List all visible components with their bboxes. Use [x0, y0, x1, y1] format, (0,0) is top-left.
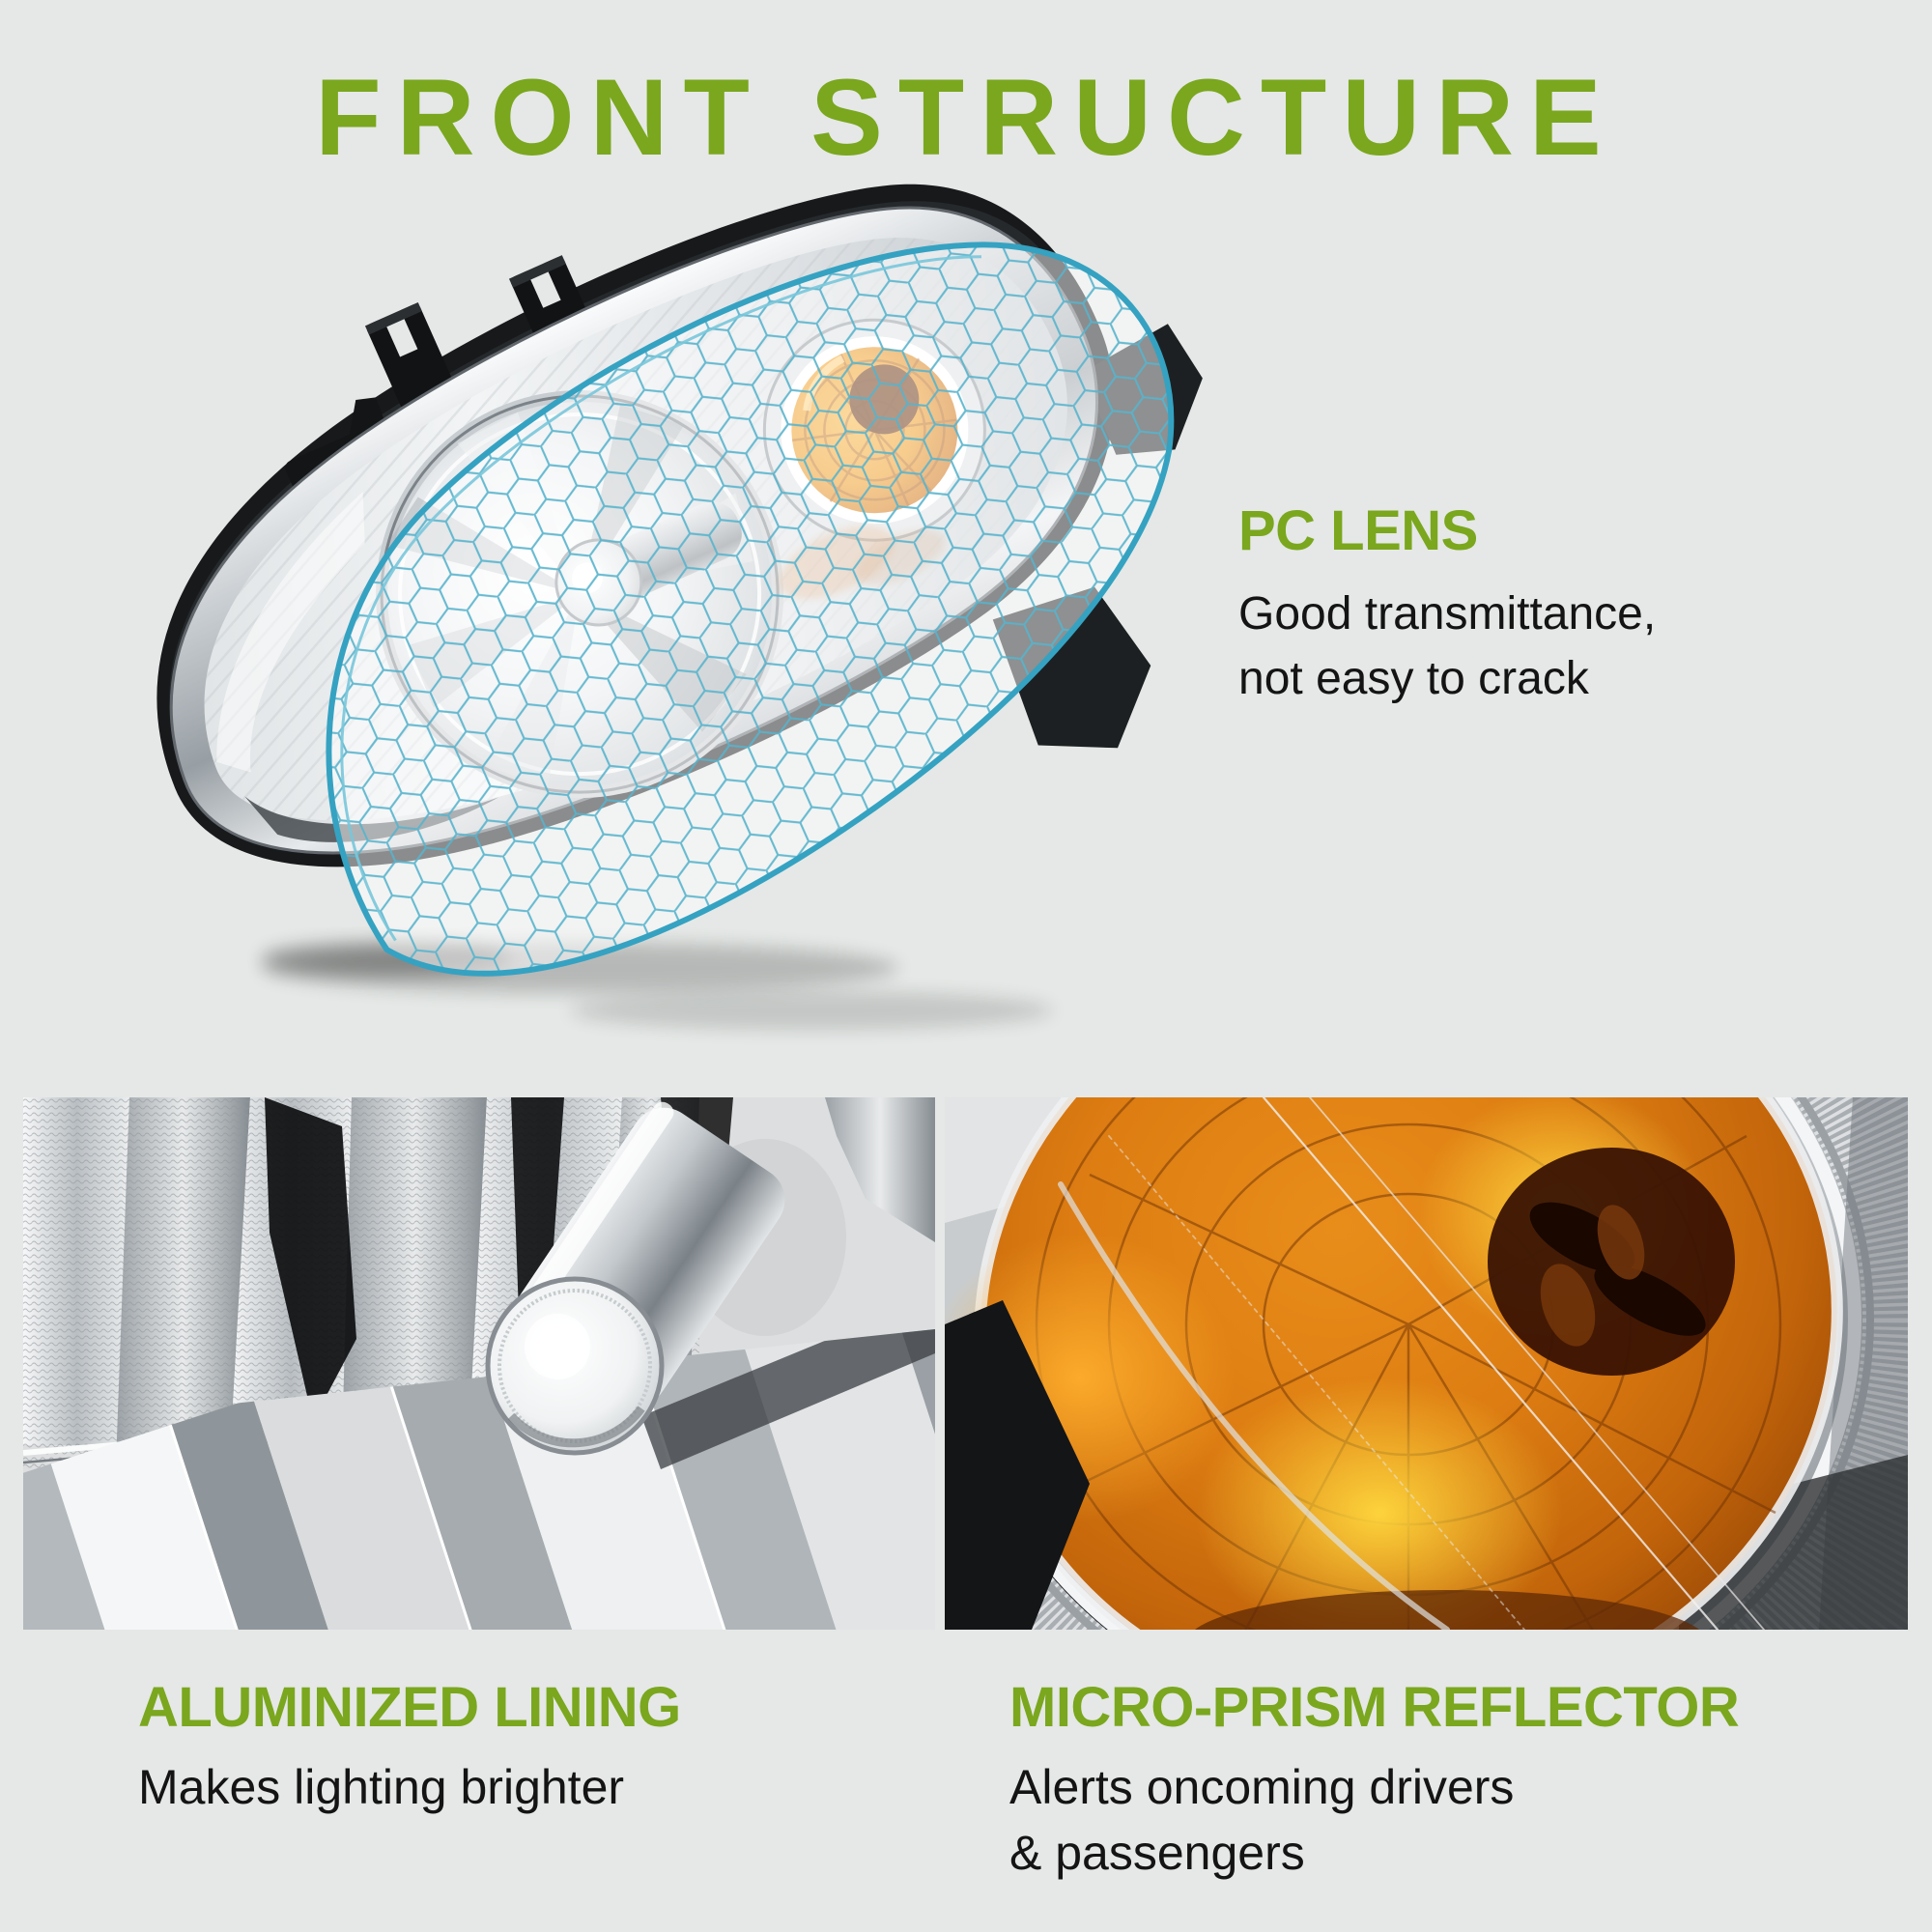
- aluminized-lining-photo: [23, 1097, 935, 1630]
- bulb-shield-closeup: [485, 1101, 785, 1456]
- callout-micro-prism: MICRO-PRISM REFLECTOR Alerts oncoming dr…: [1009, 1676, 1740, 1886]
- callout-aluminized-lining: ALUMINIZED LINING Makes lighting brighte…: [138, 1677, 681, 1820]
- amber-reflector-closeup: [945, 1097, 1908, 1630]
- page-title: FRONT STRUCTURE: [315, 57, 1617, 178]
- aluminized-lining-closeup: [23, 1097, 935, 1630]
- chrome-arm: [825, 1097, 935, 1242]
- micro-prism-photo: [945, 1097, 1908, 1630]
- amber-dome: [945, 1097, 1843, 1630]
- micro-prism-description: Alerts oncoming drivers & passengers: [1009, 1759, 1515, 1880]
- callout-pc-lens: PC LENS Good transmittance, not easy to …: [1238, 500, 1656, 711]
- micro-prism-heading: MICRO-PRISM REFLECTOR: [1009, 1676, 1740, 1739]
- amber-bulb: [1488, 1148, 1735, 1376]
- pc-lens-heading: PC LENS: [1238, 499, 1478, 562]
- pc-lens-description: Good transmittance, not easy to crack: [1238, 587, 1657, 704]
- aluminized-lining-heading: ALUMINIZED LINING: [138, 1676, 681, 1739]
- aluminized-lining-description: Makes lighting brighter: [138, 1759, 625, 1814]
- headlight-shadow: [261, 941, 1053, 1030]
- headlight-figure: [0, 0, 1256, 1063]
- dark-corner: [945, 1300, 1090, 1630]
- pc-lens-mesh-overlay: [326, 242, 1175, 977]
- headlight-illustration: [156, 184, 1203, 1030]
